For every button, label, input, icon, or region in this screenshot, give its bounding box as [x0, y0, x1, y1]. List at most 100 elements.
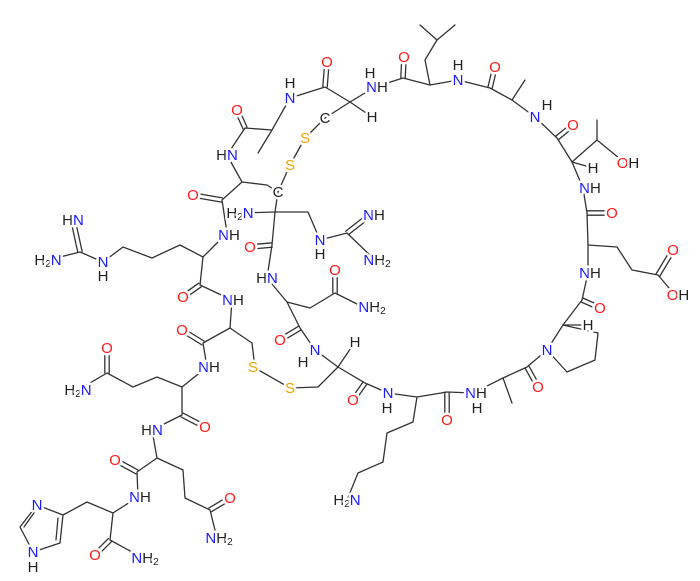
atom-label-o: O: [329, 262, 341, 279]
atom-label-hn: HN: [256, 270, 278, 287]
atom-label-o: O: [321, 54, 333, 71]
atom-label-oh: OH: [617, 155, 640, 172]
atom-label-h: H: [298, 354, 309, 371]
atom-label-h2n: H2N: [333, 492, 360, 510]
bond: [580, 301, 600, 311]
atom-label-o: O: [398, 49, 410, 66]
atom-label-o: O: [89, 547, 101, 564]
atom-label-nh2: NH2: [131, 550, 159, 568]
atom-label-o: O: [199, 419, 211, 436]
bond: [419, 24, 438, 86]
bond: [229, 327, 339, 389]
bond: [115, 457, 139, 471]
bond: [571, 161, 594, 169]
atom-label-o: O: [594, 300, 606, 317]
atom-label-o: O: [274, 332, 286, 349]
bond: [659, 250, 676, 277]
atom-label-h2n: H2N: [64, 382, 91, 400]
atom-label-n: N: [315, 232, 326, 249]
bond: [266, 77, 589, 398]
bond: [491, 66, 498, 90]
atom-label-nh: NH: [129, 489, 151, 506]
atom-label-o: O: [489, 59, 501, 76]
atom-label-n: N: [310, 342, 321, 359]
bond: [191, 196, 223, 203]
atom-label-nh2: NH2: [205, 530, 233, 548]
bond: [557, 126, 576, 141]
atom-label-s: S: [285, 157, 295, 174]
atom-label-h: H: [453, 57, 464, 74]
bond: [344, 212, 370, 232]
atom-label-s: S: [285, 380, 295, 397]
atom-label-o: O: [244, 239, 256, 256]
atom-label-o: O: [347, 392, 359, 409]
bond: [257, 129, 273, 154]
bond: [286, 292, 364, 309]
atom-label-o: O: [187, 187, 199, 204]
atom-label-h: H: [588, 160, 599, 177]
atom-label-o: O: [441, 412, 453, 429]
atom-label-h: H: [382, 400, 393, 417]
bond: [354, 383, 368, 402]
bond: [23, 509, 37, 528]
atom-label-s: S: [300, 130, 310, 147]
atom-label-h2n: H2N: [34, 252, 61, 270]
atom-label-nh: NH: [579, 265, 601, 282]
bond: [208, 495, 230, 509]
atom-label-nh: NH: [579, 180, 601, 197]
bond: [596, 139, 626, 164]
atom-label-nh: NH: [218, 227, 240, 244]
atom-label-n: N: [98, 254, 109, 271]
atom-label-h: H: [542, 97, 553, 114]
atom-label-h: H: [472, 400, 483, 417]
bond: [528, 365, 541, 387]
bond: [587, 244, 676, 296]
atom-label-o: O: [224, 490, 236, 507]
atom-label-h: H: [583, 317, 594, 334]
atom-label-hn: HN: [62, 212, 84, 229]
atom-label-n: N: [530, 109, 541, 126]
atom-label-nh: NH: [465, 385, 487, 402]
bond: [180, 416, 205, 430]
atom-label-c: C: [273, 184, 284, 201]
atom-label-h: H: [350, 334, 361, 351]
bond: [183, 286, 202, 300]
atom-label-nh2: NH2: [363, 252, 391, 270]
bond: [582, 297, 602, 307]
bond: [350, 381, 364, 400]
bond: [337, 341, 356, 368]
bond: [74, 218, 83, 253]
bond: [274, 211, 376, 261]
bond: [502, 377, 513, 404]
bond: [156, 457, 218, 539]
atom-label-o: O: [532, 379, 544, 396]
bond: [241, 101, 351, 193]
atom-label-nh: NH: [363, 207, 385, 224]
atom-label-h: H: [365, 65, 376, 82]
bond: [546, 324, 599, 373]
atom-label-h: H: [315, 246, 326, 263]
bond: [182, 412, 207, 426]
bond: [347, 216, 373, 236]
bond: [554, 122, 573, 137]
bond: [249, 242, 273, 246]
bond: [322, 61, 326, 88]
atom-label-h: H: [28, 559, 39, 576]
bond: [511, 79, 526, 101]
bond: [278, 325, 300, 339]
atom-label-o: O: [667, 242, 679, 259]
bond: [55, 517, 59, 541]
bond: [77, 372, 183, 391]
atom-label-hn: HN: [141, 422, 163, 439]
bond: [92, 537, 110, 555]
atom-label-nh2: NH2: [358, 299, 386, 317]
bond: [487, 65, 494, 89]
bond: [47, 244, 204, 263]
bond: [234, 110, 244, 130]
atom-label-nh: NH: [222, 292, 244, 309]
bond: [274, 191, 279, 213]
atom-label-h: H: [285, 75, 296, 92]
atom-label-n: N: [542, 342, 553, 359]
